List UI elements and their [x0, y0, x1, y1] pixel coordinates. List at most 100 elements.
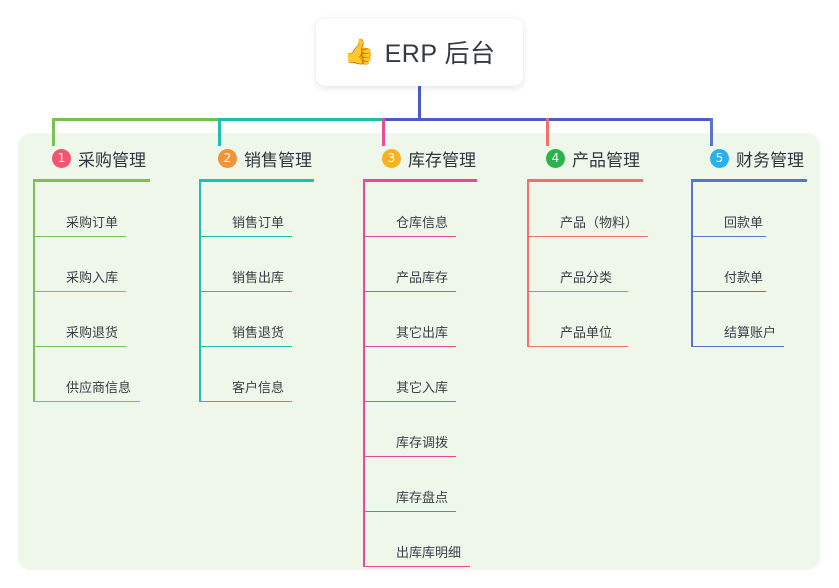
module-item-rule: [363, 400, 456, 402]
module-item-label: 其它出库: [396, 325, 449, 340]
column-spine: [527, 182, 529, 347]
column-header-2[interactable]: 2 销售管理: [199, 146, 314, 170]
module-item-label: 产品单位: [560, 325, 613, 340]
module-item[interactable]: 供应商信息: [33, 347, 150, 402]
module-item-label: 仓库信息: [396, 215, 449, 230]
column-header-1[interactable]: 1 采购管理: [33, 146, 150, 170]
column-drop-line-4: [546, 118, 549, 146]
column-drop-line-5: [710, 118, 713, 146]
module-item[interactable]: 销售出库: [199, 237, 314, 292]
column-header-5[interactable]: 5 财务管理: [691, 146, 807, 170]
module-item-rule: [199, 235, 292, 237]
module-item[interactable]: 产品（物料）: [527, 182, 648, 237]
module-item-rule: [363, 565, 470, 567]
module-item-rule: [363, 510, 456, 512]
module-item-label: 结算账户: [724, 325, 777, 340]
module-item[interactable]: 采购入库: [33, 237, 150, 292]
column-drop-line-1: [52, 118, 55, 146]
column-title: 采购管理: [78, 150, 146, 170]
module-item-rule: [363, 235, 456, 237]
column-items: 销售订单销售出库销售退货客户信息: [199, 182, 314, 402]
root-node-title: ERP 后台: [384, 40, 496, 68]
bus-segment-1: [52, 118, 221, 121]
module-item[interactable]: 采购订单: [33, 182, 150, 237]
column-header-rule: [33, 179, 150, 182]
module-item-rule: [363, 290, 456, 292]
column-items: 采购订单采购入库采购退货供应商信息: [33, 182, 150, 402]
root-stem-line: [418, 86, 421, 118]
column-spine: [363, 182, 365, 567]
module-item[interactable]: 采购退货: [33, 292, 150, 347]
module-item[interactable]: 库存调拨: [363, 402, 477, 457]
column-header-rule: [691, 179, 807, 182]
column-badge-icon: 2: [218, 148, 237, 168]
module-item-label: 销售出库: [232, 270, 285, 285]
module-item-rule: [199, 345, 292, 347]
column-badge-icon: 1: [52, 148, 71, 168]
column-badge-icon: 5: [710, 148, 729, 168]
module-item-rule: [199, 400, 292, 402]
module-item-rule: [363, 455, 456, 457]
column-items: 仓库信息产品库存其它出库其它入库库存调拨库存盘点出库库明细: [363, 182, 477, 567]
column-header-rule: [199, 179, 314, 182]
module-item-rule: [33, 400, 140, 402]
module-item-rule: [33, 235, 126, 237]
module-item-rule: [691, 345, 784, 347]
module-item-label: 采购订单: [66, 215, 119, 230]
column-items: 产品（物料）产品分类产品单位: [527, 182, 648, 347]
module-item[interactable]: 产品单位: [527, 292, 643, 347]
column-header-rule: [363, 179, 477, 182]
module-item-label: 采购入库: [66, 270, 119, 285]
module-column-3: 3 库存管理仓库信息产品库存其它出库其它入库库存调拨库存盘点出库库明细: [363, 146, 477, 567]
module-item[interactable]: 仓库信息: [363, 182, 477, 237]
module-column-1: 1 采购管理采购订单采购入库采购退货供应商信息: [33, 146, 150, 402]
module-item[interactable]: 其它出库: [363, 292, 477, 347]
module-item-rule: [33, 290, 126, 292]
module-item[interactable]: 其它入库: [363, 347, 477, 402]
column-items: 回款单付款单结算账户: [691, 182, 807, 347]
module-item[interactable]: 客户信息: [199, 347, 314, 402]
bus-segment-2: [218, 118, 385, 121]
column-header-rule: [527, 179, 643, 182]
module-item-rule: [363, 345, 456, 347]
column-header-3[interactable]: 3 库存管理: [363, 146, 477, 170]
module-item-label: 库存盘点: [396, 490, 449, 505]
column-badge-icon: 3: [382, 148, 401, 168]
module-item-label: 采购退货: [66, 325, 119, 340]
module-item[interactable]: 库存盘点: [363, 457, 477, 512]
module-column-4: 4 产品管理产品（物料）产品分类产品单位: [527, 146, 648, 347]
module-item-label: 客户信息: [232, 380, 285, 395]
module-item-rule: [33, 345, 126, 347]
module-item-rule: [691, 290, 766, 292]
module-item[interactable]: 付款单: [691, 237, 807, 292]
module-item-label: 产品库存: [396, 270, 449, 285]
column-badge-icon: 4: [546, 148, 565, 168]
module-item-label: 销售订单: [232, 215, 285, 230]
module-item[interactable]: 回款单: [691, 182, 807, 237]
module-item-label: 出库库明细: [396, 545, 462, 560]
root-node-card[interactable]: 👍 ERP 后台: [316, 18, 523, 86]
column-title: 财务管理: [736, 150, 804, 170]
module-item-rule: [527, 290, 628, 292]
root-node-content: 👍 ERP 后台: [343, 34, 495, 70]
module-item-label: 供应商信息: [66, 380, 132, 395]
module-item-rule: [199, 290, 292, 292]
module-item-rule: [527, 235, 648, 237]
module-item-rule: [527, 345, 628, 347]
column-spine: [199, 182, 201, 402]
diagram-panel: [18, 133, 820, 570]
module-item[interactable]: 销售退货: [199, 292, 314, 347]
column-title: 销售管理: [244, 150, 312, 170]
column-spine: [33, 182, 35, 402]
column-title: 库存管理: [408, 150, 476, 170]
module-item[interactable]: 产品库存: [363, 237, 477, 292]
module-item[interactable]: 结算账户: [691, 292, 807, 347]
column-header-4[interactable]: 4 产品管理: [527, 146, 643, 170]
thumbs-up-icon: 👍: [343, 37, 375, 66]
module-item[interactable]: 销售订单: [199, 182, 314, 237]
module-item-label: 库存调拨: [396, 435, 449, 450]
column-title: 产品管理: [572, 150, 640, 170]
module-item[interactable]: 产品分类: [527, 237, 643, 292]
module-item[interactable]: 出库库明细: [363, 512, 477, 567]
column-drop-line-2: [218, 118, 221, 146]
